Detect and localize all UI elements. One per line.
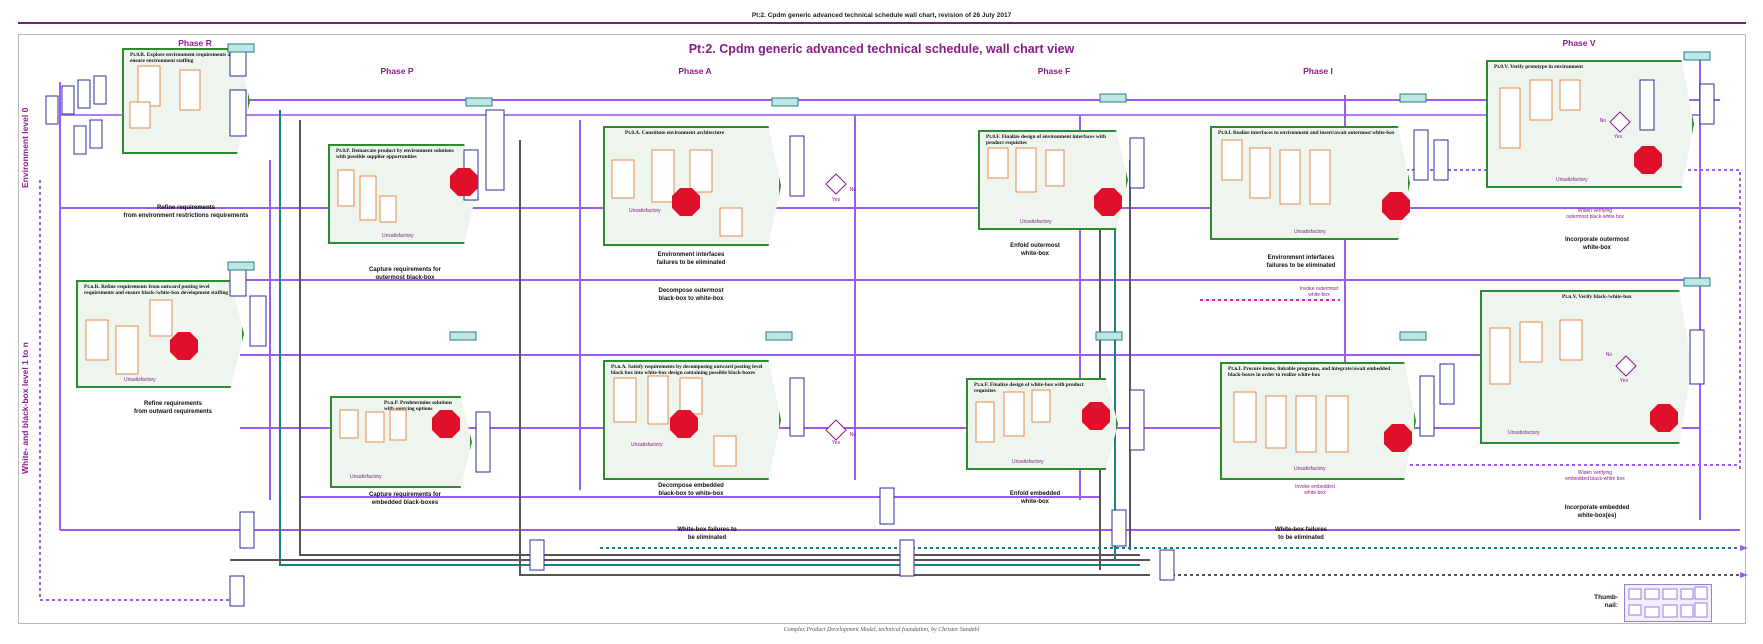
note-enfold-embedded: Enfold embedded white-box xyxy=(1009,491,1061,505)
note-refine-outward: Refine requirements from outward require… xyxy=(133,401,212,415)
decision-yes-v-lower: Yes xyxy=(1619,378,1629,384)
decision-no-v-lower: No xyxy=(1605,352,1613,358)
note-env-fail-a: Environment interfaces failures to be el… xyxy=(656,252,726,266)
chart-top-title: Pt:2. Cpdm generic advanced technical sc… xyxy=(751,12,1012,19)
box-title: Pt.n.A. Satisfy requirements by decompos… xyxy=(611,364,763,376)
box-title: Pt.0.A. Constitute environment architect… xyxy=(625,130,725,136)
decision-no-a-upper: No xyxy=(849,187,857,193)
note-invoke-embedded: Invoke embedded white-box xyxy=(1295,484,1335,496)
unsatisfactory-label: Unsatisfactory xyxy=(1508,430,1540,436)
unsatisfactory-label: Unsatisfactory xyxy=(629,208,661,214)
unsatisfactory-label: Unsatisfactory xyxy=(1012,459,1044,465)
box-title: Pt.n.V. Verify black-/white-box xyxy=(1562,294,1632,300)
unsatisfactory-label: Unsatisfactory xyxy=(631,442,663,448)
note-incorporate-embedded: Incorporate embedded white-box(es) xyxy=(1564,505,1630,519)
note-refine-env: Refine requirements from environment res… xyxy=(123,205,249,219)
unsatisfactory-label: Unsatisfactory xyxy=(1294,466,1326,472)
unsatisfactory-label: Unsatisfactory xyxy=(1294,229,1326,235)
phase-r-label: Phase R xyxy=(178,38,212,48)
phase-i-label: Phase I xyxy=(1303,66,1333,76)
unsatisfactory-label: Unsatisfactory xyxy=(124,377,156,383)
box-title: Pt.0.V. Verify prototype in environment xyxy=(1494,64,1584,70)
note-wb-fail-a: White-box failures to be eliminated xyxy=(677,527,737,541)
box-title: Pt.0.I. Realize interfaces to environmen… xyxy=(1218,130,1395,136)
note-decompose-outer: Decompose outermost black-box to white-b… xyxy=(658,288,724,302)
box-title: Pt.0.R. Explore environment requirements… xyxy=(130,52,236,64)
note-capture-embedded: Capture requirements for embedded black-… xyxy=(368,492,441,506)
decision-yes-a-lower: Yes xyxy=(831,440,841,446)
process-box-v-lower[interactable]: Pt.n.V. Verify black-/white-box Unsatisf… xyxy=(1480,290,1692,444)
phase-a-label: Phase A xyxy=(678,66,712,76)
phase-p-label: Phase P xyxy=(380,66,414,76)
phase-v-label: Phase V xyxy=(1562,38,1596,48)
note-decompose-embedded: Decompose embedded black-box to white-bo… xyxy=(658,483,724,497)
main-title: Pt:2. Cpdm generic advanced technical sc… xyxy=(688,42,1075,56)
note-invoke-outer: Invoke outermost white-box xyxy=(1299,286,1339,298)
process-box-v-upper[interactable]: Pt.0.V. Verify prototype in environment … xyxy=(1486,60,1694,188)
thumbnail-label: Thumb- nail: xyxy=(1594,594,1618,609)
unsatisfactory-label: Unsatisfactory xyxy=(1556,177,1588,183)
note-enfold-outer: Enfold outermost white-box xyxy=(1010,243,1060,257)
decision-no-a-lower: No xyxy=(849,432,857,438)
thumbnail-preview[interactable] xyxy=(1624,584,1712,622)
box-title: Pt.n.R. Refine requirements from outward… xyxy=(84,284,229,296)
note-widen-outer: Widen verifying outermost black-white bo… xyxy=(1565,208,1625,220)
decision-no-v-upper: No xyxy=(1599,118,1607,124)
box-title: Pt.0.P. Demarcate product by environment… xyxy=(336,148,454,160)
box-title: Pt.n.F. Finalize design of white-box wit… xyxy=(974,382,1084,394)
decision-yes-a-upper: Yes xyxy=(831,197,841,203)
box-title: Pt.0.F. Finalize design of environment i… xyxy=(986,134,1106,146)
unsatisfactory-label: Unsatisfactory xyxy=(350,474,382,480)
footer-credit: Complex Product Development Model, techn… xyxy=(783,627,980,633)
note-capture-outer: Capture requirements for outermost black… xyxy=(368,267,441,281)
chart-frame xyxy=(18,34,1746,624)
thumbnail-image xyxy=(1628,586,1708,618)
decision-yes-v-upper: Yes xyxy=(1613,134,1623,140)
phase-f-label: Phase F xyxy=(1037,66,1071,76)
box-title: Pt.n.P. Predetermine solutions with sour… xyxy=(384,400,453,412)
unsatisfactory-label: Unsatisfactory xyxy=(1020,219,1052,225)
unsatisfactory-label: Unsatisfactory xyxy=(382,233,414,239)
note-wb-fail-i: White-box failures to be eliminated xyxy=(1274,527,1327,541)
process-box-i-upper[interactable]: Pt.0.I. Realize interfaces to environmen… xyxy=(1210,126,1410,240)
header-rule xyxy=(18,22,1746,24)
note-widen-embedded: Widen verifying embedded black-white box xyxy=(1565,470,1625,482)
note-env-fail-i: Environment interfaces failures to be el… xyxy=(1266,255,1336,269)
box-title: Pt.n.I. Procure items, linkable programs… xyxy=(1228,366,1391,378)
note-incorporate-outer: Incorporate outermost white-box xyxy=(1564,237,1629,251)
